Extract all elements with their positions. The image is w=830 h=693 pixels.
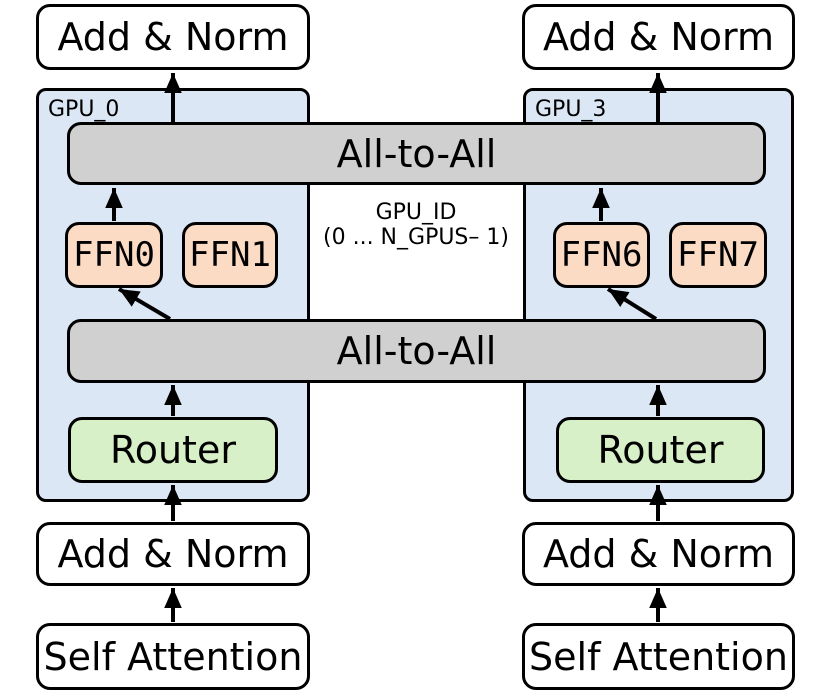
router-right-box: Router [556, 417, 765, 483]
all-to-all-top-bar: All-to-All [67, 122, 766, 185]
ffn6-box: FFN6 [553, 222, 650, 288]
gpu-id-annotation-line2: (0 ... N_GPUS– 1) [323, 225, 509, 250]
ffn7-box: FFN7 [669, 222, 767, 288]
add-norm-bottom-right-box: Add & Norm [522, 522, 795, 586]
gpu3-label: GPU_3 [535, 97, 607, 122]
add-norm-bottom-left-box: Add & Norm [36, 522, 310, 586]
ffn0-box: FFN0 [65, 222, 163, 288]
add-norm-top-right-box: Add & Norm [522, 4, 795, 70]
all-to-all-bottom-bar: All-to-All [67, 319, 766, 383]
router-left-box: Router [68, 417, 278, 483]
ffn1-box: FFN1 [182, 222, 278, 288]
add-norm-top-left-box: Add & Norm [36, 4, 310, 70]
gpu-id-annotation-line1: GPU_ID [375, 200, 457, 225]
gpu0-label: GPU_0 [48, 97, 120, 122]
self-attention-right-box: Self Attention [522, 623, 795, 690]
self-attention-left-box: Self Attention [36, 623, 310, 690]
gpu-id-annotation: GPU_ID (0 ... N_GPUS– 1) [310, 200, 522, 250]
